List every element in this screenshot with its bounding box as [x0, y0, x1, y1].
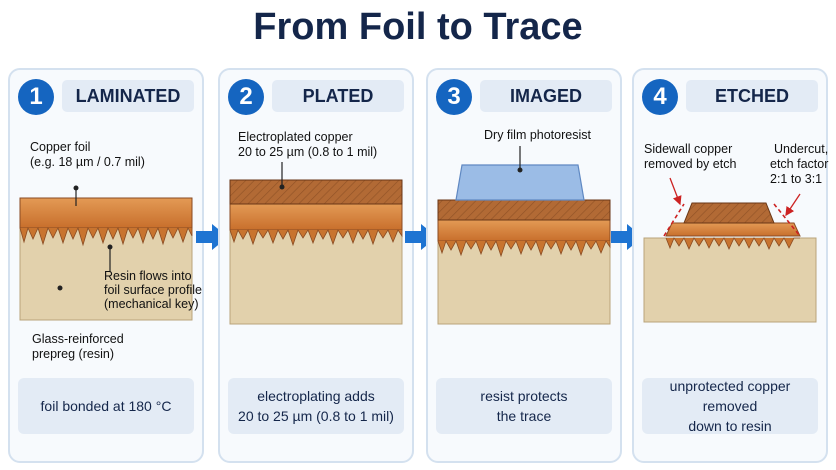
prepreg-layer — [437, 240, 611, 325]
etched-trace-illustration — [643, 177, 817, 323]
prepreg-layer — [643, 237, 817, 323]
imaged-stack-illustration — [437, 146, 611, 325]
resin-flow-label: Resin flows into — [104, 269, 192, 283]
step-number-badge: 3 — [436, 79, 472, 115]
step-heading: ETCHED — [686, 80, 818, 112]
sidewall-pointer — [669, 177, 682, 206]
page-title: From Foil to Trace — [253, 6, 583, 48]
removed-sidewall-outline — [663, 203, 685, 237]
undercut-label: Undercut, — [774, 142, 829, 156]
copper-foil-layer — [19, 197, 193, 229]
step-number-badge: 2 — [228, 79, 264, 115]
foil-spec-label: (e.g. 18 µm / 0.7 mil) — [30, 155, 145, 169]
step-panel-laminated: 1 LAMINATED Copper foil (e.g. 18 µm / 0.… — [8, 68, 204, 463]
undercut-label: 2:1 to 3:1 — [770, 172, 823, 186]
resin-flow-label: foil surface profile — [104, 283, 202, 297]
step-heading: LAMINATED — [62, 80, 194, 112]
undercut-pointer — [785, 193, 801, 217]
photoresist-block — [455, 164, 585, 201]
resin-flow-label: (mechanical key) — [104, 297, 199, 311]
prepreg-label: prepreg (resin) — [32, 347, 114, 361]
prepreg-layer — [229, 229, 403, 325]
step-panel-imaged: 3 IMAGED Dry film photoresist resist pro… — [426, 68, 622, 463]
foil-tooth-profile — [229, 229, 403, 247]
step-heading: PLATED — [272, 80, 404, 112]
laminated-stack-illustration — [19, 185, 193, 321]
foil-label: Copper foil — [30, 140, 91, 154]
step-number-badge: 1 — [18, 79, 54, 115]
step-footer: foil bonded at 180 °C — [18, 378, 194, 434]
prepreg-label: Glass-reinforced — [32, 332, 124, 346]
step-number-badge: 4 — [642, 79, 678, 115]
copper-foil-layer — [437, 219, 611, 242]
resist-label: Dry film photoresist — [484, 128, 591, 142]
sidewall-label: Sidewall copper — [644, 142, 733, 156]
foil-tooth-profile — [437, 240, 611, 258]
plated-stack-illustration — [229, 162, 403, 325]
step-panel-plated: 2 PLATED Electroplated copper 20 to 25 µ… — [218, 68, 414, 463]
foil-tooth-profile — [19, 226, 193, 247]
plated-label: Electroplated copper — [238, 130, 353, 144]
sidewall-label: removed by etch — [644, 157, 737, 171]
etched-trace-foil — [665, 222, 801, 237]
prepreg-marker — [57, 285, 63, 291]
step-heading: IMAGED — [480, 80, 612, 112]
step-panel-etched: 4 ETCHED Sidewall copper removed by etch… — [632, 68, 828, 463]
copper-foil-layer — [229, 203, 403, 231]
undercut-label: etch factor — [770, 157, 829, 171]
plated-label: 20 to 25 µm (0.8 to 1 mil) — [238, 145, 378, 159]
